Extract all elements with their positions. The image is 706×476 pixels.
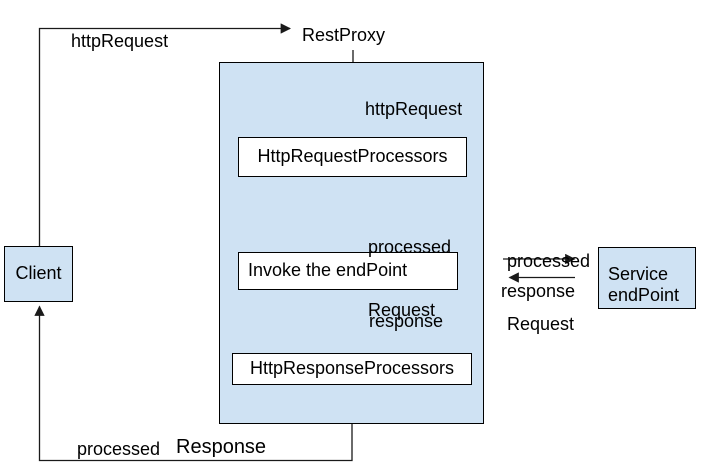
client-node: Client	[4, 246, 73, 302]
edge-label-processed-request-inner-line2: Request	[368, 300, 436, 320]
client-label: Client	[15, 263, 62, 284]
edge-label-httprequest-inner: httpRequest	[365, 99, 463, 119]
edge-label-processed-request-right-line2: Request	[507, 314, 575, 334]
service-endpoint-label-line2: endPoint	[608, 285, 680, 306]
edge-label-response-bottom: Response	[176, 436, 267, 458]
http-request-processors-node: HttpRequestProcessors	[238, 137, 467, 177]
edge-label-response-inner: response	[369, 311, 444, 331]
http-response-processors-node: HttpResponseProcessors	[232, 353, 472, 385]
invoke-endpoint-node: Invoke the endPoint	[238, 252, 458, 290]
http-response-processors-label: HttpResponseProcessors	[249, 358, 455, 379]
service-endpoint-node: Service endPoint	[598, 247, 696, 309]
edge-label-response-right: response	[501, 281, 576, 301]
invoke-endpoint-label: Invoke the endPoint	[248, 260, 408, 281]
edge-label-processed-request-inner: processed Request	[368, 195, 451, 363]
edge-label-processed-request-right: processed Request	[507, 209, 590, 377]
http-request-processors-label: HttpRequestProcessors	[257, 146, 448, 167]
edge-label-processed-bottom: processed	[77, 439, 161, 459]
restproxy-label: RestProxy	[302, 25, 386, 45]
edge-label-processed-request-right-line1: processed	[507, 251, 591, 271]
edge-label-httprequest-top: httpRequest	[71, 31, 169, 51]
edge-label-processed-request-inner-line1: processed	[368, 237, 452, 257]
service-endpoint-label-line1: Service	[608, 263, 669, 284]
